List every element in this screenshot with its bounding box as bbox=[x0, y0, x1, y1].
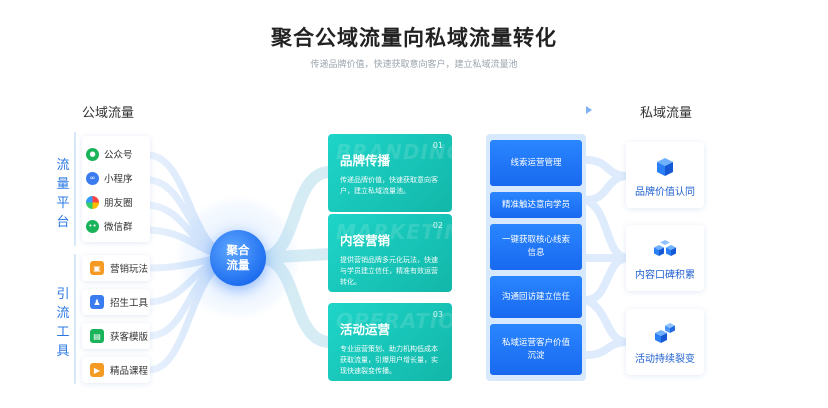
template-icon: ▤ bbox=[90, 329, 104, 343]
page-title: 聚合公域流量向私域流量转化 bbox=[271, 26, 557, 50]
tool-item-enroll[interactable]: ♟ 招生工具 bbox=[82, 289, 150, 315]
enroll-icon: ♟ bbox=[90, 295, 104, 309]
card-brand-communication[interactable]: BRANDING 01 品牌传播 传递品牌价值，快速获取意向客户，建立私域流量池… bbox=[328, 134, 452, 212]
result-card-event-fission[interactable]: 活动持续裂变 bbox=[626, 309, 704, 375]
marketing-icon: ▣ bbox=[90, 261, 104, 275]
process-step-precise-reach[interactable]: 精准触达意向学员 bbox=[490, 192, 582, 218]
process-step-lead-management[interactable]: 线索运营管理 bbox=[490, 140, 582, 186]
page-subtitle: 传递品牌价值，快速获取意向客户，建立私域流量池 bbox=[310, 60, 518, 70]
public-traffic-heading: 公域流量 bbox=[82, 106, 135, 121]
process-step-lead-capture[interactable]: 一键获取核心线索信息 bbox=[490, 224, 582, 270]
wechat-group-icon: •• bbox=[86, 219, 99, 233]
source-item-wechat-group[interactable]: •• 微信群 bbox=[86, 215, 150, 237]
card-event-operation[interactable]: OPERATION 03 活动运营 专业运营策划、助力机构低成本获取流量，引爆用… bbox=[328, 303, 452, 381]
cube-icon bbox=[657, 158, 673, 176]
source-item-official-account[interactable]: ● 公众号 bbox=[86, 143, 150, 165]
moments-icon bbox=[86, 195, 99, 209]
divider-bar bbox=[74, 132, 76, 246]
wechat-official-icon: ● bbox=[86, 147, 99, 161]
traffic-platform-label: 流 量 平 台 bbox=[56, 158, 70, 230]
aggregate-traffic-hub: 聚合 流量 bbox=[210, 230, 266, 286]
card-content-marketing[interactable]: MARKETING 02 内容营销 提供营销品牌多元化玩法，快速与学员建立信任，… bbox=[328, 214, 452, 292]
mini-program-icon: ∞ bbox=[86, 171, 99, 185]
tool-item-course[interactable]: ▶ 精品课程 bbox=[82, 357, 150, 383]
private-traffic-heading: 私域流量 bbox=[640, 106, 693, 121]
process-step-value-retention[interactable]: 私域运营客户价值沉淀 bbox=[490, 324, 582, 375]
tool-item-marketing[interactable]: ▣ 营销玩法 bbox=[82, 255, 150, 281]
result-card-content-reputation[interactable]: 内容口碑积累 bbox=[626, 225, 704, 291]
source-item-mini-program[interactable]: ∞ 小程序 bbox=[86, 167, 150, 189]
course-icon: ▶ bbox=[90, 363, 104, 377]
process-step-follow-up[interactable]: 沟通回访建立信任 bbox=[490, 276, 582, 318]
traffic-tools-label: 引 流 工 具 bbox=[56, 287, 70, 359]
cubes-icon bbox=[654, 240, 676, 256]
cube-stack-icon bbox=[655, 323, 675, 343]
source-item-moments[interactable]: 朋友圈 bbox=[86, 191, 150, 213]
divider-bar bbox=[74, 254, 76, 384]
tool-item-template[interactable]: ▤ 获客模版 bbox=[82, 323, 150, 349]
result-card-brand-value[interactable]: 品牌价值认同 bbox=[626, 142, 704, 208]
